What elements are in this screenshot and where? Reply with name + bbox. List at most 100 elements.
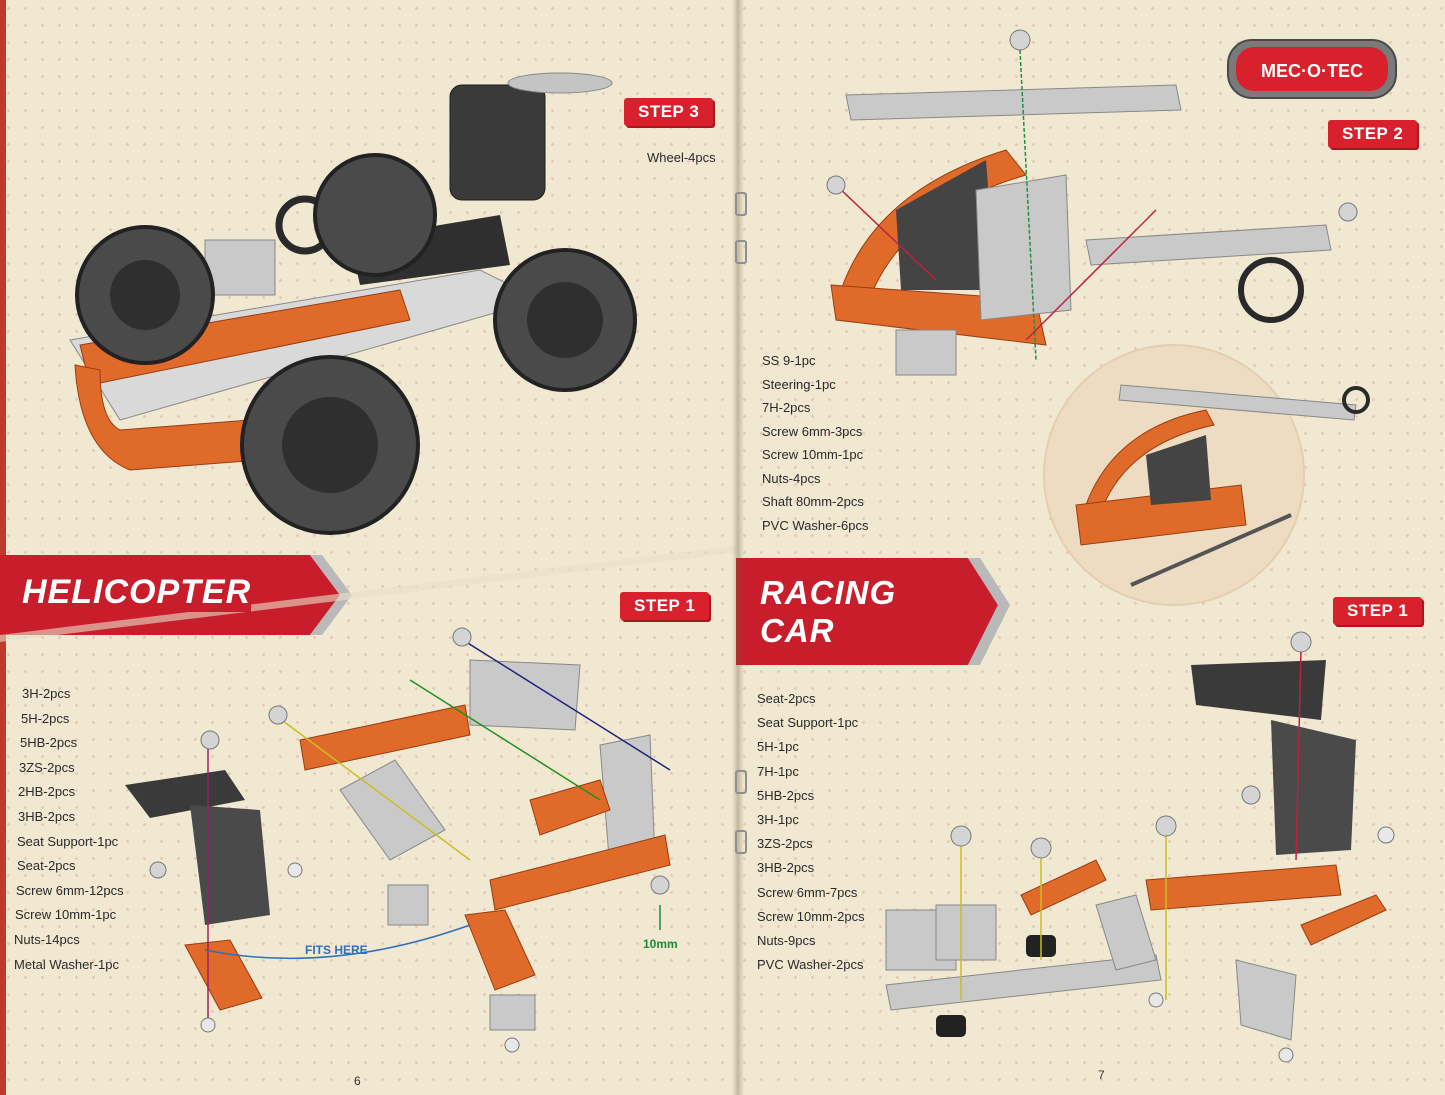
nut: [1278, 1047, 1294, 1063]
part-item: Screw 6mm-12pcs: [16, 882, 124, 898]
part-item: 7H-2pcs: [762, 400, 811, 415]
heli-frame: [975, 174, 1072, 321]
part-item: PVC Washer-2pcs: [757, 957, 864, 973]
heli-seat-support: [190, 805, 270, 925]
part-item: 2HB-2pcs: [18, 784, 76, 800]
wheel-rear-left: [313, 153, 437, 277]
hub-rear-right: [527, 282, 603, 358]
page-number-left: 6: [354, 1074, 361, 1088]
heli-2hb-part: [184, 939, 263, 1011]
screw-head: [149, 861, 167, 879]
hub-front-left: [110, 260, 180, 330]
heli-bottom-bracket: [895, 329, 957, 376]
screw-head: [1241, 785, 1261, 805]
assembly-line: [835, 184, 937, 281]
racing-3zs-part: [1020, 859, 1107, 916]
heli-orange-strip-2: [489, 834, 671, 911]
heli-orange-strip-3: [529, 779, 611, 836]
inset-shaft: [1130, 513, 1292, 587]
front-bracket: [204, 239, 276, 296]
part-item: Nuts-4pcs: [762, 470, 821, 486]
assembly-line: [1295, 649, 1302, 861]
part-item: 3HB-2pcs: [18, 808, 76, 824]
heli-orange-strip-1: [299, 704, 471, 771]
helicopter-assembled-inset: [1043, 344, 1370, 606]
screw-head: [1009, 29, 1031, 51]
screw-head: [950, 825, 972, 847]
part-item: Nuts-9pcs: [757, 933, 816, 949]
nut: [1377, 826, 1395, 844]
staple-top: [735, 192, 747, 216]
nut: [287, 862, 303, 878]
racing-seat-support: [1271, 720, 1356, 855]
fits-here-arrow: [204, 924, 471, 960]
racing-step3-parts-list: Wheel-4pcs: [647, 146, 716, 170]
assembly-line: [409, 679, 601, 801]
helicopter-step1-label: STEP 1: [620, 592, 710, 620]
screw-head: [268, 705, 288, 725]
part-item: Steering-1pc: [762, 376, 836, 392]
heli-3h-part: [489, 994, 536, 1031]
racing-step3-label: STEP 3: [624, 98, 714, 126]
part-item: Screw 6mm-7pcs: [757, 884, 858, 900]
assembly-line: [454, 634, 671, 771]
inset-rotor: [1118, 384, 1357, 421]
book-spine: [732, 0, 744, 1095]
nut: [504, 1037, 520, 1053]
hub-front-right: [282, 397, 378, 493]
part-item: 5HB-2pcs: [20, 735, 78, 751]
staple-upper: [735, 240, 747, 264]
heli-3zs-part: [464, 909, 536, 991]
logo-text: MEC·O·TEC: [1261, 61, 1363, 81]
assembly-line: [1019, 49, 1037, 361]
part-item: 5H-2pcs: [21, 710, 70, 726]
racing-3hb-part: [1235, 959, 1297, 1041]
assembly-line: [1025, 209, 1157, 341]
helicopter-step2-illustration: [826, 29, 1358, 376]
nut: [200, 1017, 216, 1033]
helicopter-step2-label: STEP 2: [1328, 120, 1418, 148]
page-right: MEC·O·TEC: [736, 0, 1445, 1095]
part-item: 3H-2pcs: [22, 686, 71, 701]
cover-edge: [0, 0, 6, 1095]
steering-rotor: [1238, 257, 1304, 323]
racing-car-title-line2: CAR: [760, 612, 835, 649]
racing-step1-illustration: [885, 631, 1395, 1063]
helicopter-title: HELICOPTER: [22, 573, 252, 612]
screw-head: [1030, 837, 1052, 859]
screw-head: [1290, 631, 1312, 653]
racing-step1-parts-list: Seat-2pcs Seat Support-1pc 5H-1pc 7H-1pc…: [757, 687, 865, 977]
screw-size-callout: 10mm: [643, 937, 678, 951]
part-item: 3H-1pc: [757, 812, 799, 828]
part-item: Seat Support-1pc: [17, 833, 119, 849]
assembly-line: [274, 714, 471, 861]
racing-car-assembled-illustration: [69, 72, 637, 535]
front-bumper-strip: [74, 364, 261, 471]
racing-3zs-part-2: [1300, 894, 1387, 946]
part-item: Screw 10mm-1pc: [762, 447, 864, 462]
part-item: Shaft 80mm-2pcs: [762, 494, 864, 509]
part-item: PVC Washer-6pcs: [762, 517, 869, 533]
part-item: 7H-1pc: [757, 763, 799, 779]
part-item: Seat Support-1pc: [757, 715, 859, 731]
heli-silver-bracket: [339, 759, 446, 861]
screw-head: [826, 175, 846, 195]
staple-bottom: [735, 830, 747, 854]
right-page-illustrations: MEC·O·TEC: [736, 29, 1397, 1063]
racing-hb-part: [1095, 894, 1157, 971]
part-item: 3ZS-2pcs: [19, 759, 75, 775]
helicopter-step1-illustration: [125, 627, 671, 1053]
part-item: Screw 10mm-2pcs: [757, 908, 865, 924]
mec-o-tec-logo: MEC·O·TEC: [1227, 39, 1397, 99]
nut: [1148, 992, 1164, 1008]
heli-seat: [125, 770, 245, 818]
top-disc: [507, 72, 613, 94]
screw-head: [452, 627, 472, 647]
pvc-washer: [936, 1015, 966, 1037]
screw-head: [1338, 202, 1358, 222]
part-item: Wheel-4pcs: [647, 150, 716, 165]
part-item: 5H-1pc: [757, 739, 799, 755]
screw-head: [200, 730, 220, 750]
logo-plate: [1236, 47, 1388, 91]
left-page-illustrations: [0, 0, 671, 1095]
